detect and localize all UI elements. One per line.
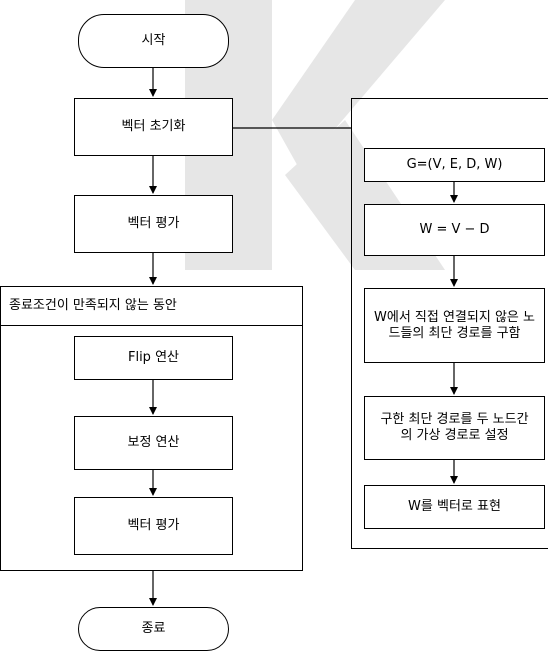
start-terminal: 시작 — [78, 14, 229, 68]
vector-init-box: 벡터 초기화 — [74, 98, 233, 156]
detail-step-3-box: W에서 직접 연결되지 않은 노드들의 최단 경로를 구함 — [364, 288, 545, 363]
detail-step-5-box: W를 벡터로 표현 — [364, 485, 545, 529]
detail-step-1-label: G=(V, E, D, W) — [406, 157, 503, 172]
detail-step-4-label: 구한 최단 경로를 두 노드간의 가상 경로로 설정 — [380, 412, 529, 443]
vector-eval-box: 벡터 평가 — [74, 195, 233, 253]
flip-operation-label: Flip 연산 — [127, 350, 179, 365]
detail-step-2-box: W = V − D — [364, 204, 545, 256]
loop-condition-label: 종료조건이 만족되지 않는 동안 — [9, 298, 177, 313]
loop-condition-header: 종료조건이 만족되지 않는 동안 — [0, 286, 303, 326]
flip-operation-box: Flip 연산 — [74, 336, 233, 380]
start-label: 시작 — [141, 33, 166, 48]
correction-operation-label: 보정 연산 — [127, 435, 180, 450]
vector-eval-label: 벡터 평가 — [127, 216, 180, 231]
init-detail-frame — [351, 98, 548, 549]
detail-step-5-label: W를 벡터로 표현 — [408, 499, 501, 514]
detail-step-2-label: W = V − D — [419, 222, 490, 237]
detail-step-1-box: G=(V, E, D, W) — [364, 148, 545, 182]
loop-vector-eval-box: 벡터 평가 — [74, 497, 233, 555]
loop-vector-eval-label: 벡터 평가 — [127, 518, 180, 533]
correction-operation-box: 보정 연산 — [74, 416, 233, 470]
end-label: 종료 — [141, 621, 166, 636]
detail-step-3-label: W에서 직접 연결되지 않은 노드들의 최단 경로를 구함 — [374, 309, 535, 341]
end-terminal: 종료 — [78, 607, 229, 651]
detail-step-4-box: 구한 최단 경로를 두 노드간의 가상 경로로 설정 — [364, 396, 545, 460]
vector-init-label: 벡터 초기화 — [121, 119, 186, 134]
